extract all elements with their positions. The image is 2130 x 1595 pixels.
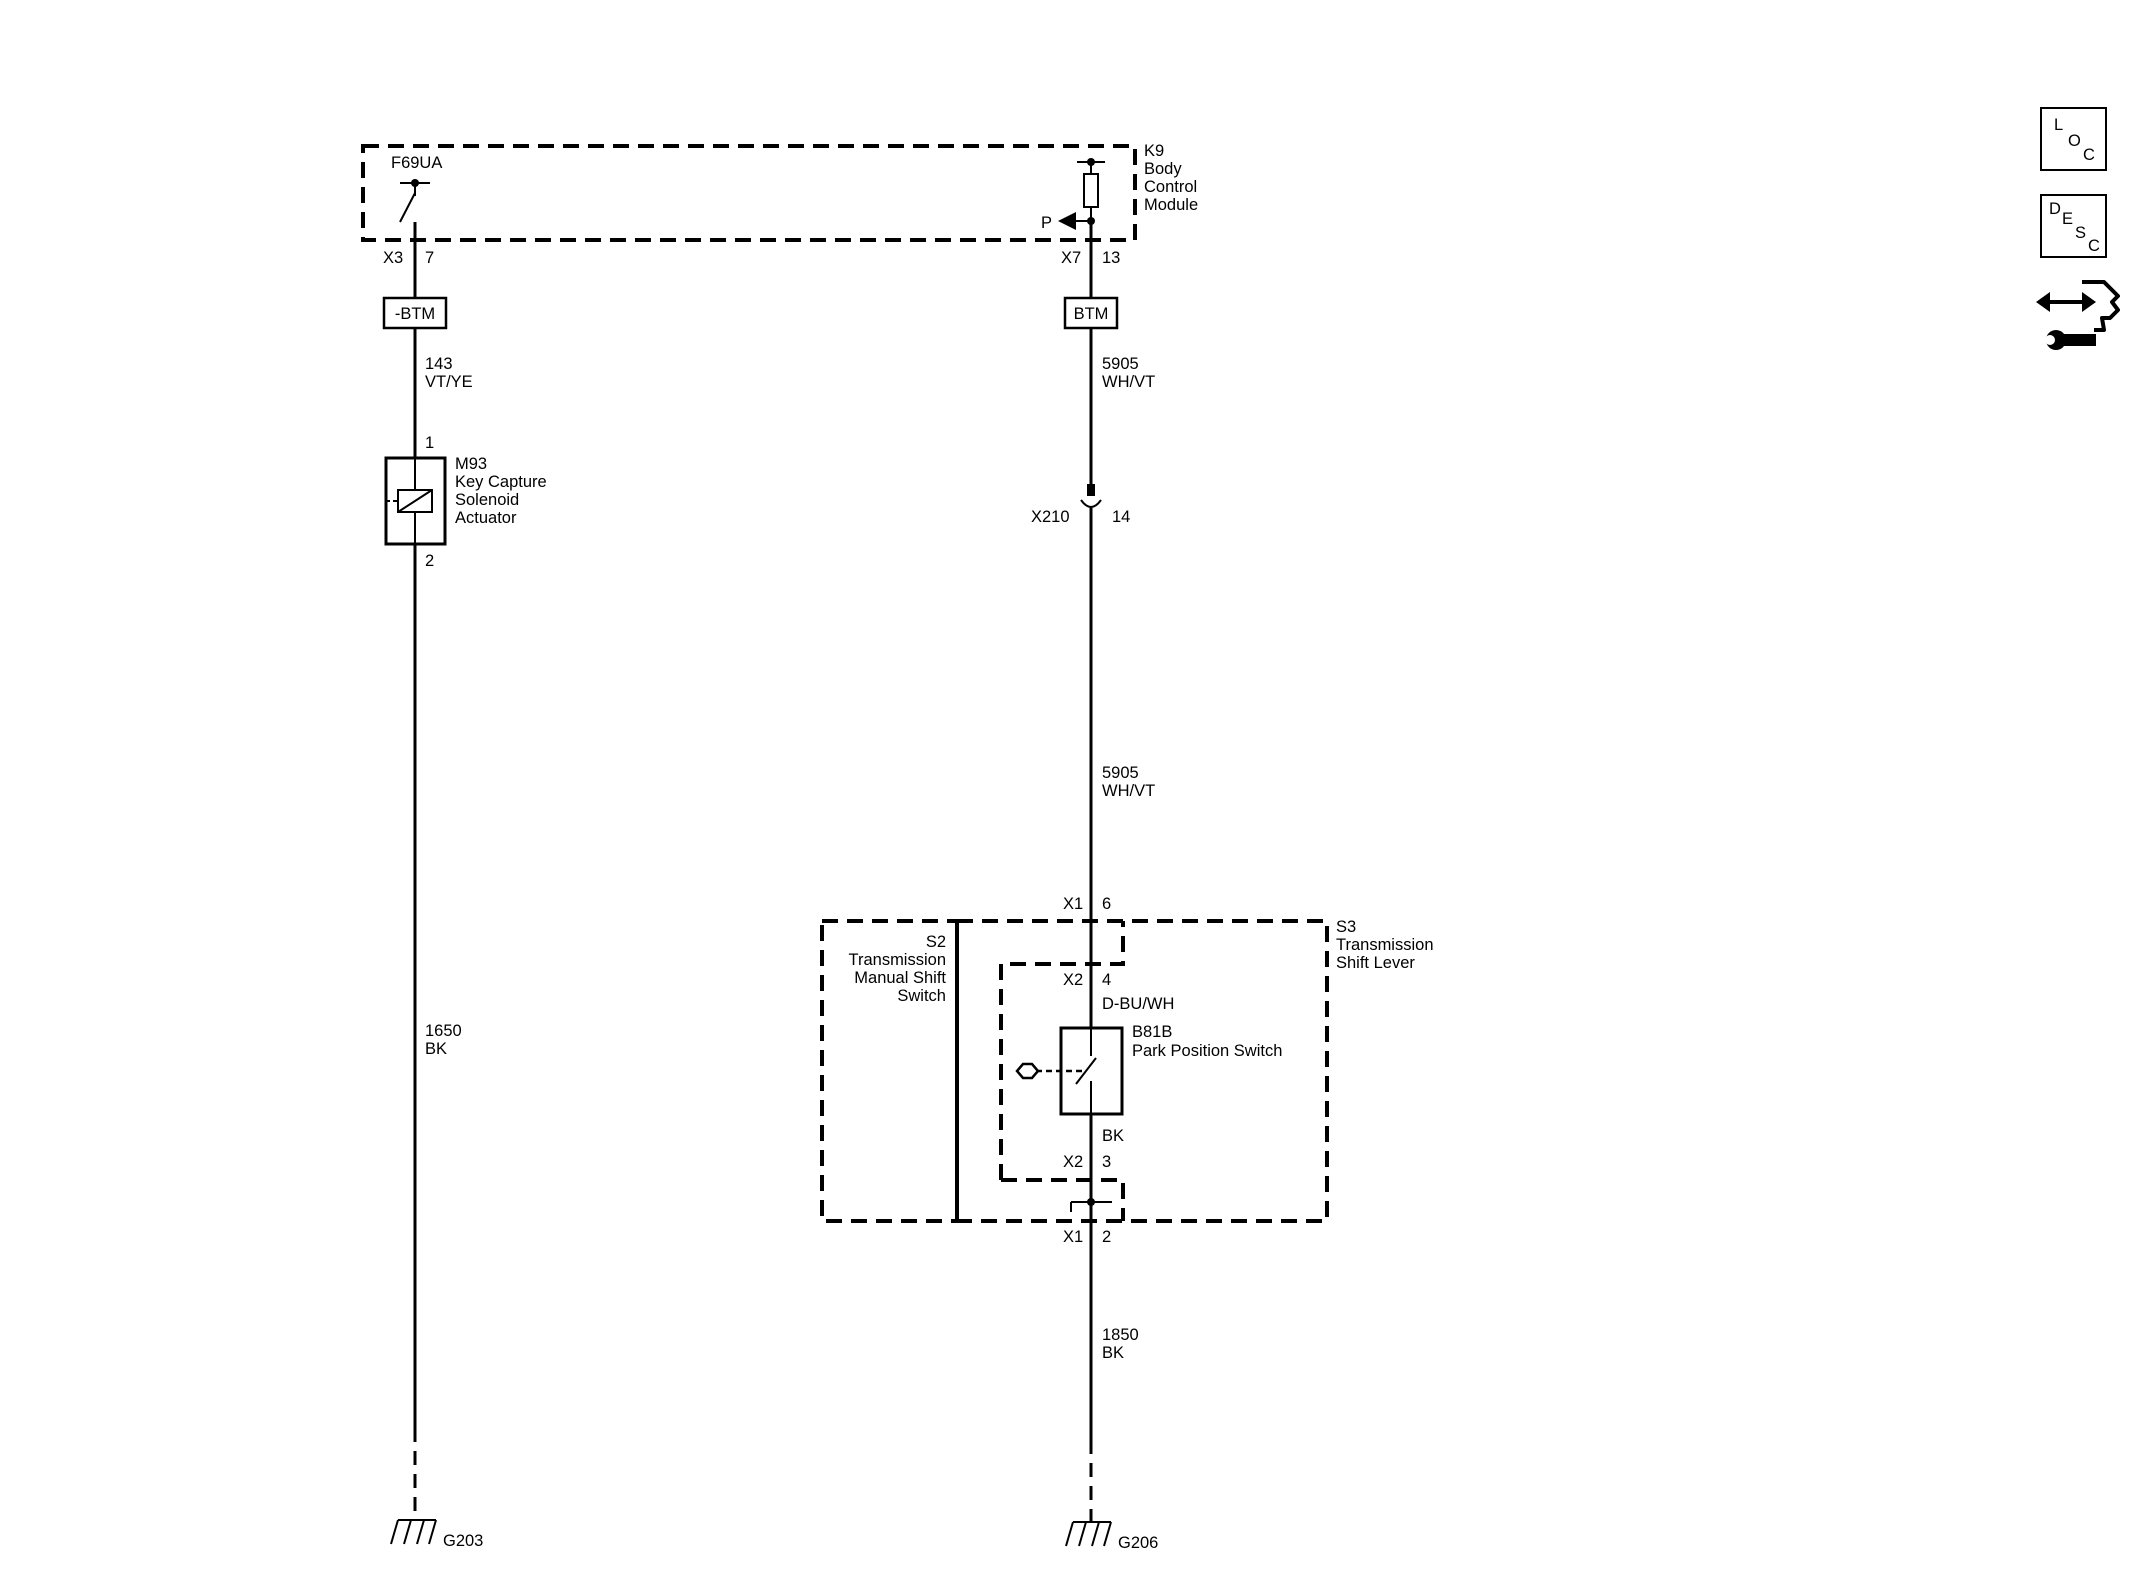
loc-letter-2: O — [2068, 132, 2081, 150]
loc-letter-1: L — [2054, 116, 2063, 134]
loc-letter-3: C — [2083, 146, 2095, 164]
desc-letter-3: S — [2075, 224, 2086, 242]
x1-top-pin: 6 — [1102, 895, 1111, 913]
x7-pin: 13 — [1102, 249, 1120, 267]
m93-key-capture-solenoid[interactable]: 1 M93 Key Capture Solenoid Actuator 2 — [384, 434, 547, 570]
x2-top-name: X2 — [1063, 971, 1083, 989]
m93-pin-top: 1 — [425, 434, 434, 452]
wire-1850-circuit: 1850 — [1102, 1326, 1139, 1344]
s3-line2: Shift Lever — [1336, 954, 1415, 972]
x210-name: X210 — [1031, 508, 1070, 526]
wire-143-circuit: 143 — [425, 355, 453, 373]
x2-bottom-name: X2 — [1063, 1153, 1083, 1171]
ground-g206[interactable]: G206 — [1065, 1521, 1158, 1552]
s2-id: S2 — [926, 933, 946, 951]
s2-line3: Switch — [897, 987, 946, 1005]
desc-letter-4: C — [2088, 237, 2100, 255]
x2-bottom-pin: 3 — [1102, 1153, 1111, 1171]
s3-transmission-shift-lever[interactable]: S3 Transmission Shift Lever — [955, 918, 1434, 1223]
k9-id: K9 — [1144, 142, 1164, 160]
switch-in-wire-color: D-BU/WH — [1102, 995, 1174, 1013]
wire-143-color: VT/YE — [425, 373, 473, 391]
x1-bottom-pin: 2 — [1102, 1228, 1111, 1246]
m93-line3: Actuator — [455, 509, 517, 527]
m93-line1: Key Capture — [455, 473, 547, 491]
m93-line2: Solenoid — [455, 491, 519, 509]
s2-line2: Manual Shift — [854, 969, 946, 987]
wire-1650-color: BK — [425, 1040, 447, 1058]
ground-g206-label: G206 — [1118, 1534, 1158, 1552]
solenoid-coil-icon — [397, 489, 433, 513]
m93-pin-bottom: 2 — [425, 552, 434, 570]
desc-letter-1: D — [2049, 200, 2061, 218]
x1-bottom-splice — [1070, 1198, 1112, 1212]
ground-g203-label: G203 — [443, 1532, 483, 1550]
loc-button[interactable]: L O C — [2040, 107, 2107, 171]
x2-top-pin: 4 — [1102, 971, 1111, 989]
option-right-label: BTM — [1074, 305, 1109, 323]
k9-name-line2: Control — [1144, 178, 1197, 196]
wire-5905-color-b: WH/VT — [1102, 782, 1155, 800]
connector-tools-button[interactable] — [2036, 280, 2120, 350]
s2-line1: Transmission — [849, 951, 947, 969]
k9-body-control-module[interactable]: K9 Body Control Module — [361, 142, 1198, 242]
option-left-label: -BTM — [395, 305, 435, 323]
wire-5905-color-a: WH/VT — [1102, 373, 1155, 391]
connector-tools-icon — [2036, 280, 2120, 350]
ground-g203[interactable]: G203 — [390, 1519, 483, 1550]
desc-button[interactable]: D E S C — [2040, 194, 2107, 258]
wire-1850-color: BK — [1102, 1344, 1124, 1362]
b81b-name: Park Position Switch — [1132, 1042, 1282, 1060]
f69ua-switch[interactable]: F69UA — [391, 154, 442, 223]
output-arrow-icon — [1058, 212, 1076, 230]
k9-name-line1: Body — [1144, 160, 1182, 178]
desc-letter-2: E — [2062, 210, 2073, 228]
x1-bottom-name: X1 — [1063, 1228, 1083, 1246]
s2-transmission-manual-shift-switch[interactable]: S2 Transmission Manual Shift Switch — [820, 919, 959, 1223]
m93-id: M93 — [455, 455, 487, 473]
f69ua-id: F69UA — [391, 154, 442, 172]
b81b-id: B81B — [1132, 1023, 1172, 1041]
wire-5905-circuit-a: 5905 — [1102, 355, 1139, 373]
x210-pin: 14 — [1112, 508, 1130, 526]
option-box-btm-right: BTM — [1063, 296, 1119, 330]
pullup-resistor — [1083, 173, 1099, 208]
x210-inline-connector[interactable]: X210 14 — [1031, 484, 1130, 526]
inner-connector-shell — [999, 921, 1125, 1180]
shift-lever-actuator-icon — [1015, 1062, 1040, 1080]
x3-pin: 7 — [425, 249, 434, 267]
s3-id: S3 — [1336, 918, 1356, 936]
k9-output-pin-label: P — [1041, 214, 1052, 232]
k9-name-line3: Module — [1144, 196, 1198, 214]
b81b-park-position-switch[interactable]: B81B Park Position Switch — [1015, 1023, 1282, 1116]
s3-line1: Transmission — [1336, 936, 1434, 954]
x1-top-name: X1 — [1063, 895, 1083, 913]
k9-output-stage: P — [1041, 158, 1105, 232]
option-box-btm-left: -BTM — [382, 296, 448, 330]
wire-1650-circuit: 1650 — [425, 1022, 462, 1040]
switch-out-wire-color: BK — [1102, 1127, 1124, 1145]
x7-connector-name: X7 — [1061, 249, 1081, 267]
x3-connector-name: X3 — [383, 249, 403, 267]
wire-5905-circuit-b: 5905 — [1102, 764, 1139, 782]
